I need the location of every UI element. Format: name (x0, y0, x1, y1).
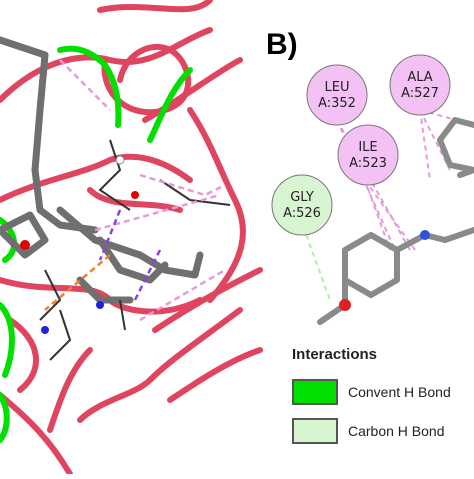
residue-leu-352: LEU A:352 (306, 64, 368, 126)
panel-b-label: B) (266, 28, 298, 61)
panel-a-3d-view (0, 0, 263, 477)
residue-ala-527: ALA A:527 (389, 54, 451, 116)
legend-swatch (292, 379, 338, 405)
legend-item-carbon-h-bond: Carbon H Bond (292, 416, 474, 446)
residue-gly-526: GLY A:526 (271, 174, 333, 236)
thin-bonds (39, 139, 231, 361)
residue-name: GLY (290, 190, 314, 205)
residue-ile-523: ILE A:523 (337, 124, 399, 186)
legend-item-conventional-h-bond: Convent H Bond (292, 377, 474, 407)
ligand-2d-skeleton (317, 167, 474, 325)
ligand-nitrogen (420, 230, 430, 240)
ligand-2d-partial-ring (437, 117, 474, 173)
residue-name: ILE (358, 140, 377, 155)
residue-number: A:526 (283, 206, 321, 221)
legend-title: Interactions (292, 346, 378, 363)
residue-name: ALA (407, 70, 432, 85)
legend-label: Carbon H Bond (348, 423, 445, 439)
protein-coil-ribbons (0, 0, 263, 477)
ligand-oxygen (339, 299, 351, 311)
interaction-dashes (44, 59, 226, 322)
heteroatoms (20, 155, 139, 334)
legend-label: Convent H Bond (348, 384, 451, 400)
interactions-legend: Interactions Convent H Bond Carbon H Bon… (292, 346, 474, 455)
carbon-h-bond-line (299, 217, 331, 301)
residue-number: A:352 (318, 96, 356, 111)
residue-number: A:523 (349, 156, 387, 171)
legend-swatch (292, 418, 338, 444)
residue-name: LEU (325, 80, 350, 95)
residue-number: A:527 (401, 86, 439, 101)
panel-b-2d-diagram: LEU A:352 ALA A:527 ILE A:523 GLY A:526 (271, 54, 474, 325)
